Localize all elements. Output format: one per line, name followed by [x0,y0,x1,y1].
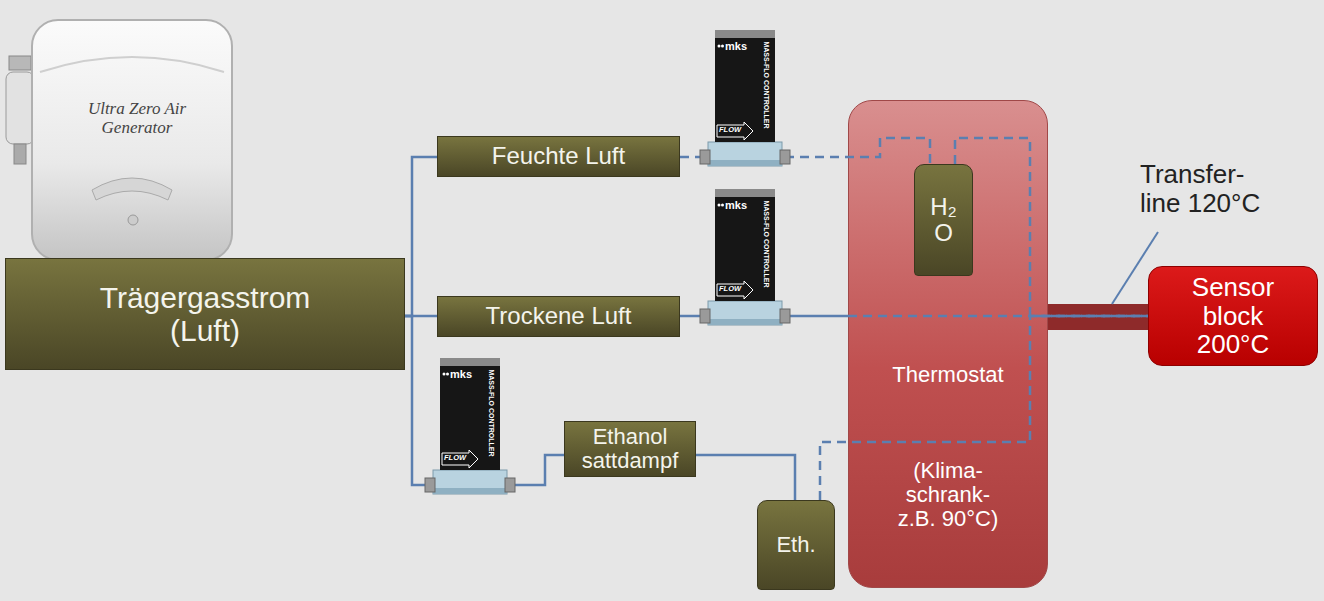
leader-line [1112,232,1158,304]
mfc-model-label: MASS-FLO CONTROLLER [487,369,495,456]
flow-direction-label: FLOW [719,285,745,293]
dry-air-box: Trockene Luft [437,296,680,337]
mfc-model-label: MASS-FLO CONTROLLER [762,200,770,287]
node-note: (Klima- schrank- z.B. 90°C) [888,459,1008,532]
node-label: Trägergasstrom (Luft) [80,281,330,347]
node-label: Feuchte Luft [492,143,625,169]
thermostat-chamber: H₂ O Thermostat (Klima- schrank- z.B. 90°C… [848,100,1048,588]
gas-line [955,138,1148,316]
node-label: Sensor block 200°C [1173,273,1293,359]
device-brand-label: Ultra Zero Air Generator [72,100,202,137]
carrier-gas-box: Trägergasstrom (Luft) [5,258,405,370]
mfc-brand: mks [725,199,765,211]
node-label: Ethanol sattdampf [572,425,688,473]
water-bottle: H₂ O [914,164,973,276]
mfc-brand: mks [725,40,765,52]
node-label: Trockene Luft [486,303,632,329]
mass-flow-controller [700,30,790,166]
gas-line [820,316,1148,500]
mass-flow-controller [425,358,515,494]
gas-line [405,157,437,316]
sensor-block: Sensor block 200°C [1148,266,1318,366]
gas-line [696,455,795,500]
node-label: Eth. [776,533,815,557]
transfer-line-label: Transfer- line 120°C [1140,160,1290,217]
node-label: H₂ O [924,194,964,247]
node-title: Thermostat [892,363,1003,387]
mfc-brand: mks [450,368,490,380]
mass-flow-controller [700,189,790,325]
air-generator-illustration [6,20,232,260]
flow-direction-label: FLOW [444,454,470,462]
mfc-model-label: MASS-FLO CONTROLLER [762,41,770,128]
ethanol-bottle: Eth. [757,500,835,590]
humid-air-box: Feuchte Luft [437,136,680,177]
flow-direction-label: FLOW [719,126,745,134]
ethanol-vapor-box: Ethanol sattdampf [564,421,696,477]
